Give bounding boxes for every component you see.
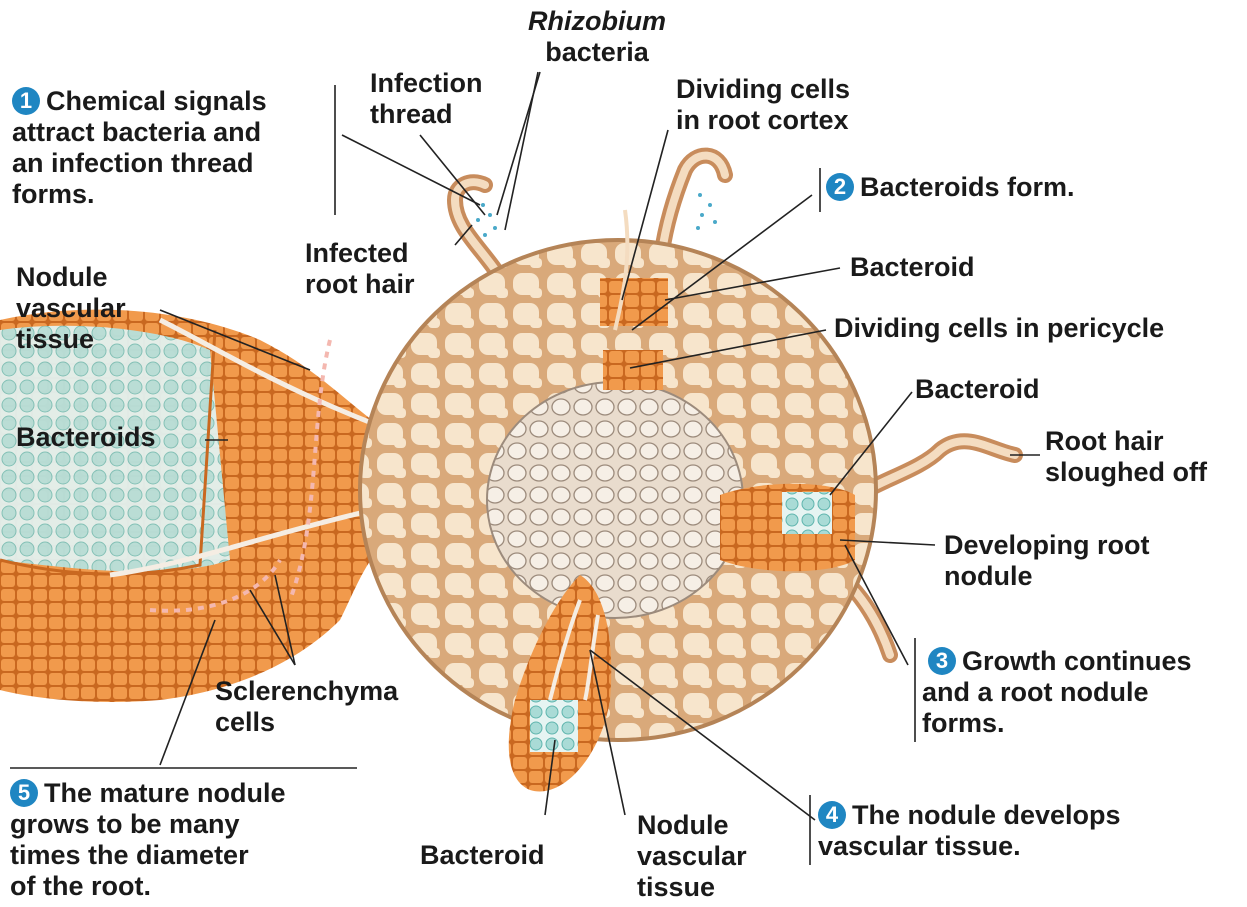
step-1-line-1: Chemical signals [46, 86, 267, 116]
infection-thread-line-1: Infection [370, 68, 483, 99]
step-2-badge: 2 [826, 173, 854, 201]
infection-thread-line-2: thread [370, 99, 483, 130]
nodule-vascular-bottom-line-2: vascular [637, 841, 747, 872]
nodule-vascular-bottom-line-1: Nodule [637, 810, 747, 841]
step-1-line-4: forms. [12, 179, 267, 210]
infection-thread-label: Infection thread [370, 68, 483, 130]
step-2-line-1: Bacteroids form. [860, 172, 1075, 202]
dividing-cortex-label: Dividing cells in root cortex [676, 74, 850, 136]
infected-root-hair-line-1: Infected [305, 238, 415, 269]
nodule-vascular-left-line-1: Nodule [16, 262, 126, 293]
developing-nodule-label: Developing root nodule [944, 530, 1150, 592]
dividing-pericycle-cells [603, 350, 663, 390]
step-1-line-2: attract bacteria and [12, 117, 267, 148]
developing-nodule [720, 484, 855, 572]
step-5-line-4: of the root. [10, 871, 286, 902]
step-1-badge: 1 [12, 87, 40, 115]
step-3-line-1: Growth continues [962, 646, 1192, 676]
step-5-badge: 5 [10, 779, 38, 807]
step-5-line-1: The mature nodule [44, 778, 286, 808]
step-3-line-3: forms. [922, 708, 1192, 739]
rhizobium-italic: Rhizobium [528, 6, 666, 37]
nodule-vascular-left-line-3: tissue [16, 324, 126, 355]
step-5-line-2: grows to be many [10, 809, 286, 840]
step-1-line-3: an infection thread [12, 148, 267, 179]
root-hair-sloughed-line-2: sloughed off [1045, 457, 1207, 488]
step-4-line-2: vascular tissue. [818, 831, 1121, 862]
dividing-cortex-cells [600, 278, 668, 326]
sclerenchyma-label: Sclerenchyma cells [215, 676, 398, 738]
root-hair-sloughed-line-1: Root hair [1045, 426, 1207, 457]
nodule-vascular-left-line-2: vascular [16, 293, 126, 324]
step-5-line-3: times the diameter [10, 840, 286, 871]
step-4-badge: 4 [818, 801, 846, 829]
nodule-vascular-left-label: Nodule vascular tissue [16, 262, 126, 355]
dividing-cortex-line-2: in root cortex [676, 105, 850, 136]
step-3-line-2: and a root nodule [922, 677, 1192, 708]
nodule-vascular-bottom-line-3: tissue [637, 872, 747, 903]
step-3-badge: 3 [928, 647, 956, 675]
sclerenchyma-line-1: Sclerenchyma [215, 676, 398, 707]
rhizobium-label: Rhizobium bacteria [528, 6, 666, 68]
bacteroids-left-label: Bacteroids [16, 422, 156, 453]
dividing-pericycle-label: Dividing cells in pericycle [834, 313, 1164, 344]
bacteroid-bottom-label: Bacteroid [420, 840, 545, 871]
rhizobium-rest: bacteria [528, 37, 666, 68]
step-4-line-1: The nodule develops [852, 800, 1121, 830]
infected-root-hair-line-2: root hair [305, 269, 415, 300]
bacteroid-right-label: Bacteroid [915, 374, 1040, 405]
sclerenchyma-line-2: cells [215, 707, 398, 738]
bacteroid-top-label: Bacteroid [850, 252, 975, 283]
developing-nodule-line-1: Developing root [944, 530, 1150, 561]
infected-root-hair-label: Infected root hair [305, 238, 415, 300]
root-hair-sloughed-label: Root hair sloughed off [1045, 426, 1207, 488]
dividing-cortex-line-1: Dividing cells [676, 74, 850, 105]
nodule-vascular-bottom-label: Nodule vascular tissue [637, 810, 747, 903]
developing-nodule-line-2: nodule [944, 561, 1150, 592]
